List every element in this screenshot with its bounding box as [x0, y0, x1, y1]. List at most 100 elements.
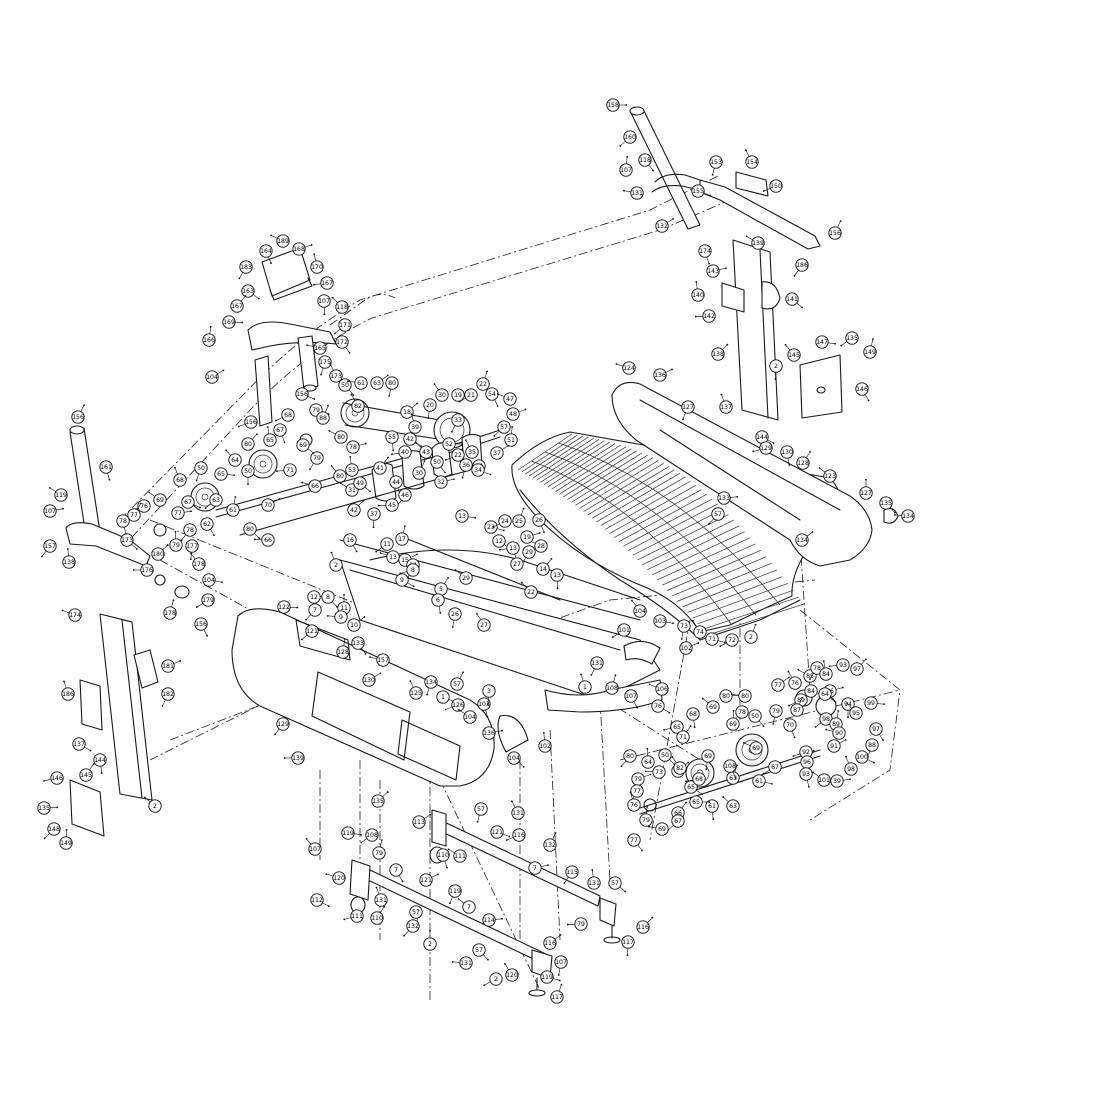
- belt-slat: [540, 440, 605, 483]
- part-callout-79: 79: [631, 772, 652, 786]
- part-callout-10: 10: [347, 616, 366, 632]
- part-number: 102: [680, 645, 692, 652]
- part-callout-63: 63: [204, 493, 223, 509]
- part-number: 15: [401, 557, 409, 564]
- part-number: 135: [38, 805, 50, 812]
- part-callout-123: 123: [818, 467, 837, 483]
- part-callout-148: 148: [43, 822, 61, 840]
- part-callout-104: 104: [205, 369, 225, 384]
- part-number: 138: [63, 559, 75, 566]
- part-number: 50: [197, 465, 205, 472]
- part-callout-32: 32: [434, 475, 455, 489]
- belt-slat: [528, 436, 589, 477]
- part-number: 131: [512, 810, 524, 817]
- part-callout-120: 120: [504, 962, 519, 982]
- part-callout-80: 80: [620, 749, 637, 768]
- belt-slat: [579, 460, 659, 509]
- part-callout-78: 78: [116, 514, 130, 535]
- part-callout-131: 131: [623, 186, 644, 200]
- part-callout-156: 156: [828, 220, 842, 240]
- part-number: 67: [674, 818, 682, 825]
- part-number: 8: [326, 594, 330, 601]
- part-callout-88: 88: [316, 404, 330, 425]
- part-number: 127: [860, 490, 872, 497]
- part-number: 172: [336, 339, 348, 346]
- part-callout-183: 183: [238, 260, 253, 280]
- part-number: 137: [720, 404, 732, 411]
- part-callout-102: 102: [538, 731, 552, 753]
- part-callout-9: 9: [395, 573, 415, 587]
- part-number: 143: [707, 268, 719, 275]
- left-handlebar-assembly: [247, 247, 337, 427]
- part-callout-64: 64: [225, 449, 242, 467]
- part-callout-138: 138: [711, 343, 729, 361]
- part-number: 69: [658, 826, 666, 833]
- part-number: 9: [400, 577, 404, 584]
- part-callout-104: 104: [457, 709, 477, 724]
- front-frame: [231, 535, 663, 787]
- part-callout-65: 65: [263, 426, 277, 447]
- part-number: 5: [439, 586, 443, 593]
- part-callout-23: 23: [484, 520, 505, 534]
- part-number: 36: [462, 462, 470, 469]
- part-number: 1: [583, 684, 587, 691]
- belt-slat: [605, 480, 691, 530]
- part-callout-95: 95: [846, 702, 863, 720]
- part-number: 2: [334, 562, 338, 569]
- part-callout-79: 79: [309, 451, 324, 471]
- part-number: 17: [398, 536, 406, 543]
- part-callout-128: 128: [796, 450, 811, 470]
- part-number: 78: [738, 709, 746, 716]
- part-callout-13: 13: [455, 509, 476, 523]
- part-number: 189: [277, 238, 289, 245]
- part-number: 62: [203, 521, 211, 528]
- part-number: 57: [714, 511, 722, 518]
- part-number: 79: [375, 850, 383, 857]
- part-callout-106: 106: [648, 682, 669, 696]
- part-number: 79: [634, 776, 642, 783]
- part-number: 37: [493, 450, 501, 457]
- part-number: 157: [44, 543, 56, 550]
- part-callout-107: 107: [43, 504, 64, 518]
- part-number: 69: [709, 704, 717, 711]
- part-number: 136: [483, 730, 495, 737]
- part-callout-165: 165: [306, 341, 327, 355]
- part-number: 57: [500, 424, 508, 431]
- part-number: 53: [348, 467, 356, 474]
- part-number: 123: [824, 473, 836, 480]
- part-callout-135: 135: [371, 791, 389, 808]
- part-number: 13: [509, 545, 517, 552]
- part-callout-30: 30: [433, 383, 449, 402]
- part-number: 88: [319, 415, 327, 422]
- part-callout-116: 116: [505, 828, 526, 842]
- part-number: 12: [495, 538, 503, 545]
- part-number: 78: [119, 518, 127, 525]
- part-callout-64: 64: [818, 687, 837, 703]
- part-number: 67: [771, 764, 779, 771]
- part-callout-144: 144: [93, 753, 107, 774]
- part-number: 168: [293, 246, 305, 253]
- part-number: 54: [488, 391, 496, 398]
- part-number: 82: [354, 403, 362, 410]
- part-number: 31: [348, 487, 356, 494]
- part-number: 119: [55, 492, 67, 499]
- rear-frame: [611, 381, 899, 567]
- part-callout-156: 156: [194, 617, 208, 637]
- part-number: 110: [437, 852, 449, 859]
- part-callout-111: 111: [447, 848, 467, 863]
- part-number: 167: [231, 303, 243, 310]
- part-number: 80: [388, 380, 396, 387]
- part-number: 2: [774, 363, 778, 370]
- part-number: 47: [506, 396, 514, 403]
- part-callout-43: 43: [415, 442, 433, 459]
- part-number: 108: [366, 832, 378, 839]
- part-number: 119: [342, 830, 354, 837]
- part-callout-44: 44: [389, 475, 403, 496]
- part-callout-167: 167: [313, 276, 334, 290]
- part-number: 19: [454, 392, 462, 399]
- part-number: 82: [676, 765, 684, 772]
- part-number: 80: [244, 441, 252, 448]
- part-number: 130: [363, 677, 375, 684]
- part-callout-139: 139: [283, 751, 305, 765]
